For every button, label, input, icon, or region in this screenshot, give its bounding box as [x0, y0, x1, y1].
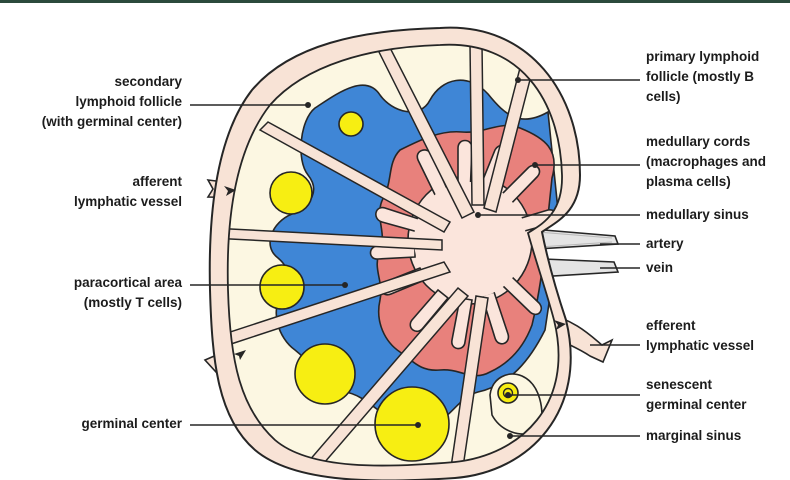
label-efferent-vessel: efferent lymphatic vessel	[646, 316, 754, 356]
germinal-center-small-top	[339, 112, 363, 136]
germinal-center-mid-left	[260, 265, 304, 309]
label-senescent-center: senescent germinal center	[646, 375, 747, 415]
label-germinal-center: germinal center	[81, 414, 182, 434]
label-paracortical-area: paracortical area (mostly T cells)	[74, 273, 182, 313]
germinal-center-lower-left	[295, 344, 355, 404]
label-afferent-vessel: afferent lymphatic vessel	[74, 172, 182, 212]
label-marginal-sinus: marginal sinus	[646, 426, 741, 446]
label-vein: vein	[646, 258, 673, 278]
germinal-center-large-bottom	[375, 387, 449, 461]
label-secondary-follicle: secondary lymphoid follicle (with germin…	[42, 72, 182, 132]
label-artery: artery	[646, 234, 684, 254]
label-medullary-cords: medullary cords (macrophages and plasma …	[646, 132, 766, 192]
germinal-center-upper-left	[270, 172, 312, 214]
label-primary-follicle: primary lymphoid follicle (mostly B cell…	[646, 47, 759, 107]
label-medullary-sinus: medullary sinus	[646, 205, 749, 225]
